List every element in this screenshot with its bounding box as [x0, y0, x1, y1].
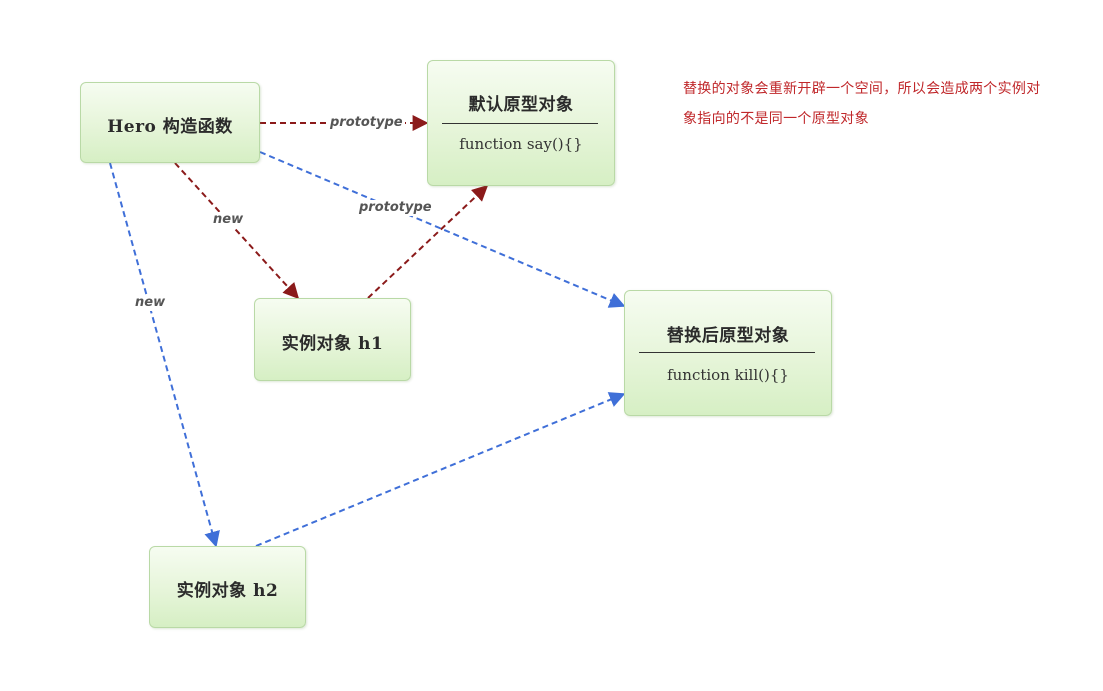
node-replaced-prototype-method: function kill(){}	[667, 366, 789, 384]
node-instance-h2: 实例对象 h2	[149, 546, 306, 628]
annotation-note: 替换的对象会重新开辟一个空间，所以会造成两个实例对 象指向的不是同一个原型对象	[683, 74, 1098, 134]
edge-label-hero-default-prototype: prototype	[328, 115, 405, 131]
edge-label-hero-h2-new: new	[133, 295, 168, 311]
node-default-prototype-divider	[442, 123, 598, 124]
node-hero-constructor: Hero 构造函数	[80, 82, 260, 163]
node-replaced-prototype-title: 替换后原型对象	[666, 326, 790, 346]
annotation-note-line-1: 替换的对象会重新开辟一个空间，所以会造成两个实例对	[683, 81, 1041, 97]
edge-label-hero-h1-new: new	[211, 212, 246, 228]
node-instance-h2-title: 实例对象 h2	[176, 581, 279, 601]
edge-hero-to-h1	[174, 162, 300, 300]
annotation-note-line-2: 象指向的不是同一个原型对象	[683, 111, 869, 127]
node-instance-h1: 实例对象 h1	[254, 298, 411, 381]
edge-h2-to-replaced-prototype	[255, 392, 626, 547]
edge-hero-to-replaced-prototype	[259, 151, 626, 308]
edge-h1-to-default-prototype	[367, 184, 489, 299]
node-instance-h1-title: 实例对象 h1	[281, 334, 384, 354]
node-replaced-prototype: 替换后原型对象 function kill(){}	[624, 290, 832, 416]
node-default-prototype: 默认原型对象 function say(){}	[427, 60, 615, 186]
node-replaced-prototype-divider	[639, 352, 815, 353]
node-default-prototype-title: 默认原型对象	[468, 95, 574, 115]
node-hero-title: Hero 构造函数	[107, 117, 233, 137]
edge-label-hero-replaced-prototype: prototype	[357, 200, 434, 216]
node-default-prototype-method: function say(){}	[459, 135, 583, 153]
edge-hero-to-h2	[109, 162, 220, 548]
